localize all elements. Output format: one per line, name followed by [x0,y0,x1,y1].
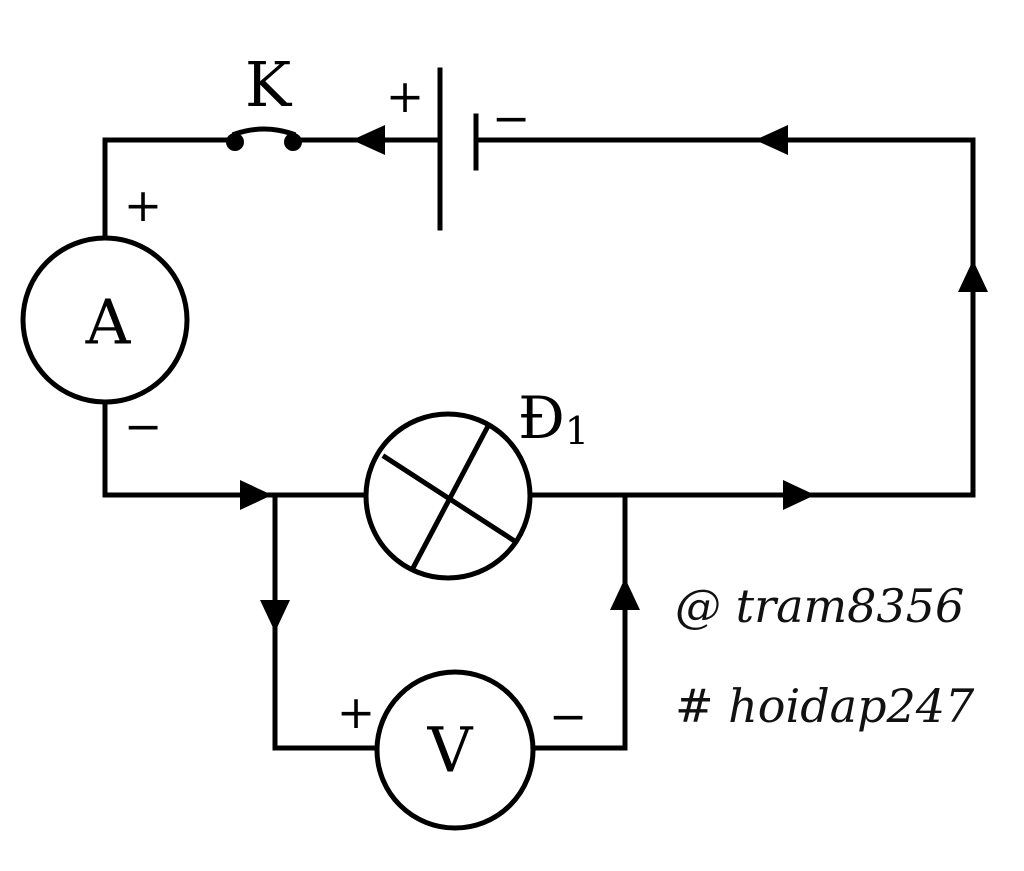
battery-minus-sign: − [492,91,531,145]
ammeter [20,235,190,405]
voltmeter-minus-sign: − [549,689,588,743]
switch-blade [231,126,297,138]
arrow-up-voltmeter-right [610,578,640,610]
arrow-right-bottom-left [240,480,272,510]
switch-label: K [245,48,293,121]
arrow-up-right-side [958,260,988,292]
lamp-cross-line-2 [381,453,517,544]
arrow-left-near-battery [352,125,385,155]
wire-top-left [102,137,236,241]
wire-bottom-left [102,399,368,498]
voltmeter-label: V [427,714,474,787]
voltmeter-plus-sign: + [337,685,376,739]
wire-voltmeter-left [272,492,381,751]
wire-top-right [473,137,976,498]
arrow-down-voltmeter-left [260,600,290,632]
voltmeter [374,669,536,831]
lamp-label-letter: Đ [518,384,565,452]
ammeter-label: A [85,286,132,359]
ammeter-minus-sign: − [124,399,163,453]
arrow-left-top-right [755,125,788,155]
arrow-right-bottom-right [783,480,815,510]
lamp-label: Đ1 [518,384,589,453]
ammeter-plus-sign: + [124,178,163,232]
watermark-tag: # hoidap247 [675,679,975,733]
battery-plus-sign: + [386,69,425,123]
lamp-label-subscript: 1 [565,409,589,453]
switch-contact-left [226,133,244,151]
watermark-author: @ tram8356 [675,579,964,633]
